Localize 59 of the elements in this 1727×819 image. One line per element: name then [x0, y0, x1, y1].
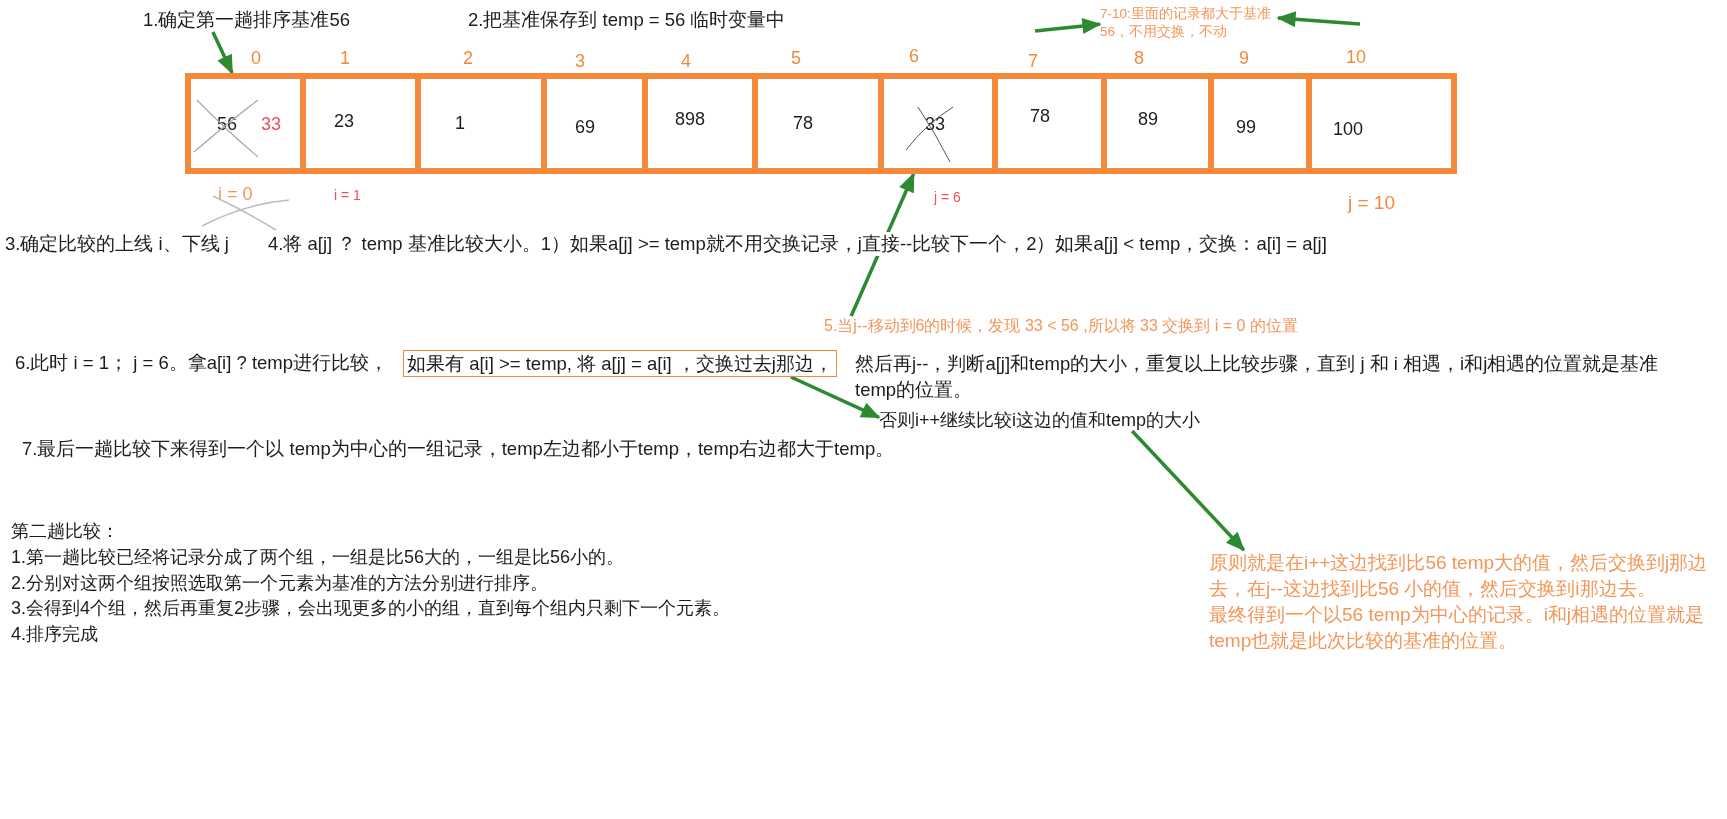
list-text: 4.排序完成 — [11, 623, 98, 646]
arrow — [1034, 18, 1102, 34]
cell-value: 78 — [1030, 105, 1051, 127]
step-text: 7.最后一趟比较下来得到一个以 temp为中心的一组记录，temp左边都小于temp，temp右边都大于temp。 — [22, 437, 895, 461]
cell-value: 1 — [455, 112, 465, 134]
index-label: 4 — [681, 50, 691, 72]
list-text: 3.会得到4个组，然后再重复2步骤，会出现更多的小的组，直到每个组内只剩下一个元素。 — [11, 597, 731, 620]
note-text: 7-10:里面的记录都大于基准56，不用交换，不动 — [1100, 5, 1278, 41]
index-label: 1 — [340, 47, 350, 69]
index-label: 3 — [575, 50, 585, 72]
cell-value: 99 — [1236, 116, 1257, 138]
index-label: 5 — [791, 47, 801, 69]
index-label: 2 — [463, 47, 473, 69]
array-cell — [645, 73, 755, 174]
array-cell — [1104, 73, 1211, 174]
index-label: 0 — [251, 47, 261, 69]
index-label: 7 — [1028, 50, 1038, 72]
array-cell — [1309, 73, 1457, 174]
array-cell — [418, 73, 544, 174]
note-text: 原则就是在i++这边找到比56 temp大的值，然后交换到j那边去，在j--这边找到比56 小的值，然后交换到i那边去。 — [1209, 551, 1709, 601]
array-cell — [185, 73, 303, 174]
step-text: 3.确定比较的上线 i、下线 j — [5, 232, 229, 256]
pointer-label: j = 6 — [934, 189, 961, 206]
arrow — [211, 31, 234, 75]
pointer-label: i = 1 — [334, 187, 361, 204]
note-text: 最终得到一个以56 temp为中心的记录。i和j相遇的位置就是temp也就是此次比较的基准的位置。 — [1209, 603, 1706, 653]
cell-value: 100 — [1333, 118, 1364, 140]
heading-text: 第二趟比较： — [11, 520, 119, 543]
array-cell — [995, 73, 1104, 174]
arrow — [1276, 11, 1361, 28]
index-label: 8 — [1134, 47, 1144, 69]
step-text: 然后再j--，判断a[j]和temp的大小，重复以上比较步骤，直到 j 和 i 相遇，i和j相遇的位置就是基准temp的位置。 — [855, 352, 1660, 402]
step-text: 6.此时 i = 1； j = 6。拿a[i] ? temp进行比较， — [15, 351, 389, 375]
index-label: 9 — [1239, 47, 1249, 69]
index-label: 6 — [909, 45, 919, 67]
step-text: 否则i++继续比较i这边的值和temp的大小 — [879, 409, 1201, 431]
cell-value: 78 — [793, 112, 814, 134]
cell-value: 89 — [1138, 108, 1159, 130]
highlight-box: 如果有 a[i] >= temp, 将 a[j] = a[i] ，交换过去j那边， — [403, 350, 837, 377]
arrow — [1130, 429, 1246, 552]
cell-value: 56 — [217, 113, 238, 135]
pointer-label: j = 10 — [1348, 191, 1395, 215]
arrow — [790, 375, 881, 419]
cell-value: 23 — [334, 110, 355, 132]
array-cell — [544, 73, 645, 174]
step-text: 4.将 a[j] ？ temp 基准比较大小。1）如果a[j] >= temp就不用交换记录，j直接--比较下一个，2）如果a[j] < temp，交换：a[i] = a[j] — [268, 232, 1327, 256]
array-cell — [1211, 73, 1309, 174]
index-label: 10 — [1346, 46, 1367, 68]
list-text: 2.分别对这两个组按照选取第一个元素为基准的方法分别进行排序。 — [11, 572, 548, 595]
note-text: 5.当j--移动到6的时候，发现 33 < 56 ,所以将 33 交换到 i = 0 的位置 — [824, 316, 1298, 336]
step-text: 2.把基准保存到 temp = 56 临时变量中 — [468, 8, 786, 32]
cell-value: 69 — [575, 116, 596, 138]
list-text: 1.第一趟比较已经将记录分成了两个组，一组是比56大的，一组是比56小的。 — [11, 546, 625, 569]
step-text: 1.确定第一趟排序基准56 — [143, 8, 350, 32]
array-cell — [303, 73, 418, 174]
array-cell — [881, 73, 995, 174]
cell-value: 898 — [675, 108, 706, 130]
array-cell — [755, 73, 881, 174]
cell-value: 33 — [261, 113, 282, 135]
